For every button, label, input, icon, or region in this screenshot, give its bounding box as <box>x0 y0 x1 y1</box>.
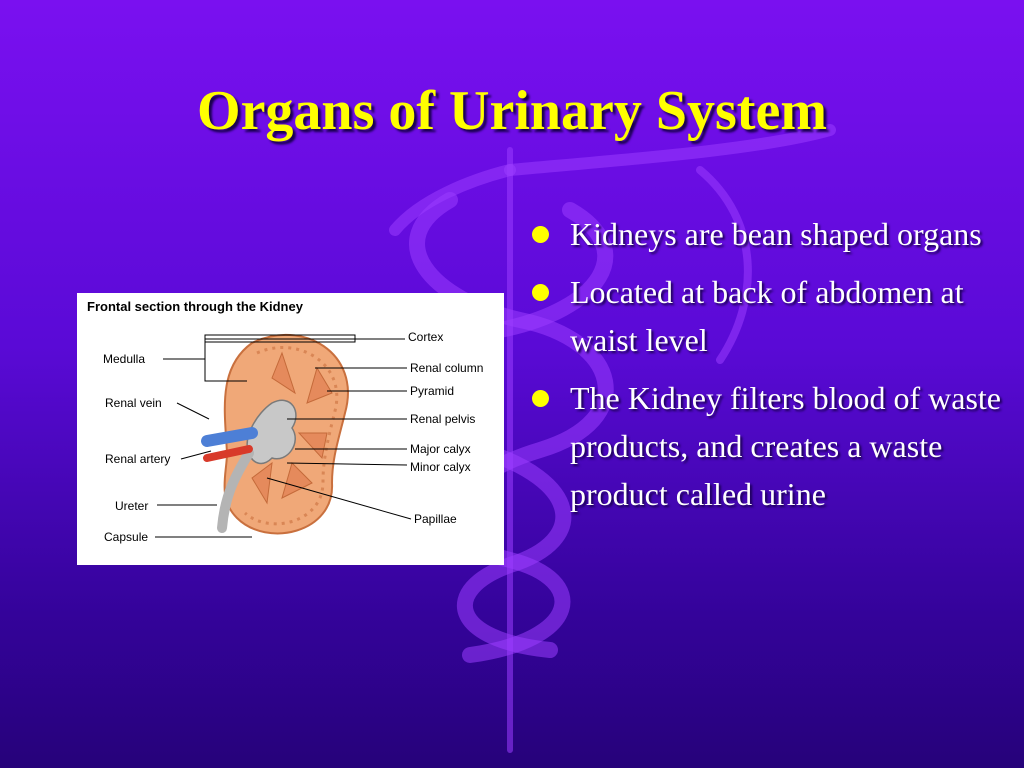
bullet-item: The Kidney filters blood of waste produc… <box>532 374 1002 518</box>
label-ureter: Ureter <box>115 499 148 513</box>
bullet-list: Kidneys are bean shaped organs Located a… <box>532 210 1002 528</box>
bullet-text: The Kidney filters blood of waste produc… <box>570 380 1001 512</box>
bullet-dot-icon <box>532 284 549 301</box>
label-renal-column: Renal column <box>410 361 483 375</box>
label-cortex: Cortex <box>408 330 443 344</box>
kidney-diagram: Frontal section through the Kidney Medul… <box>77 293 504 565</box>
label-papillae: Papillae <box>414 512 457 526</box>
bullet-item: Kidneys are bean shaped organs <box>532 210 1002 258</box>
label-renal-artery: Renal artery <box>105 452 170 466</box>
bullet-dot-icon <box>532 390 549 407</box>
label-minor-calyx: Minor calyx <box>410 460 471 474</box>
bullet-dot-icon <box>532 226 549 243</box>
bullet-text: Kidneys are bean shaped organs <box>570 216 982 252</box>
label-pyramid: Pyramid <box>410 384 454 398</box>
label-capsule: Capsule <box>104 530 148 544</box>
bullet-text: Located at back of abdomen at waist leve… <box>570 274 964 358</box>
label-major-calyx: Major calyx <box>410 442 471 456</box>
leader-lines <box>155 334 412 538</box>
label-renal-vein: Renal vein <box>105 396 162 410</box>
bullet-item: Located at back of abdomen at waist leve… <box>532 268 1002 364</box>
slide-title: Organs of Urinary System <box>197 80 827 142</box>
label-renal-pelvis: Renal pelvis <box>410 412 475 426</box>
diagram-heading: Frontal section through the Kidney <box>87 299 304 314</box>
label-medulla: Medulla <box>103 352 145 366</box>
